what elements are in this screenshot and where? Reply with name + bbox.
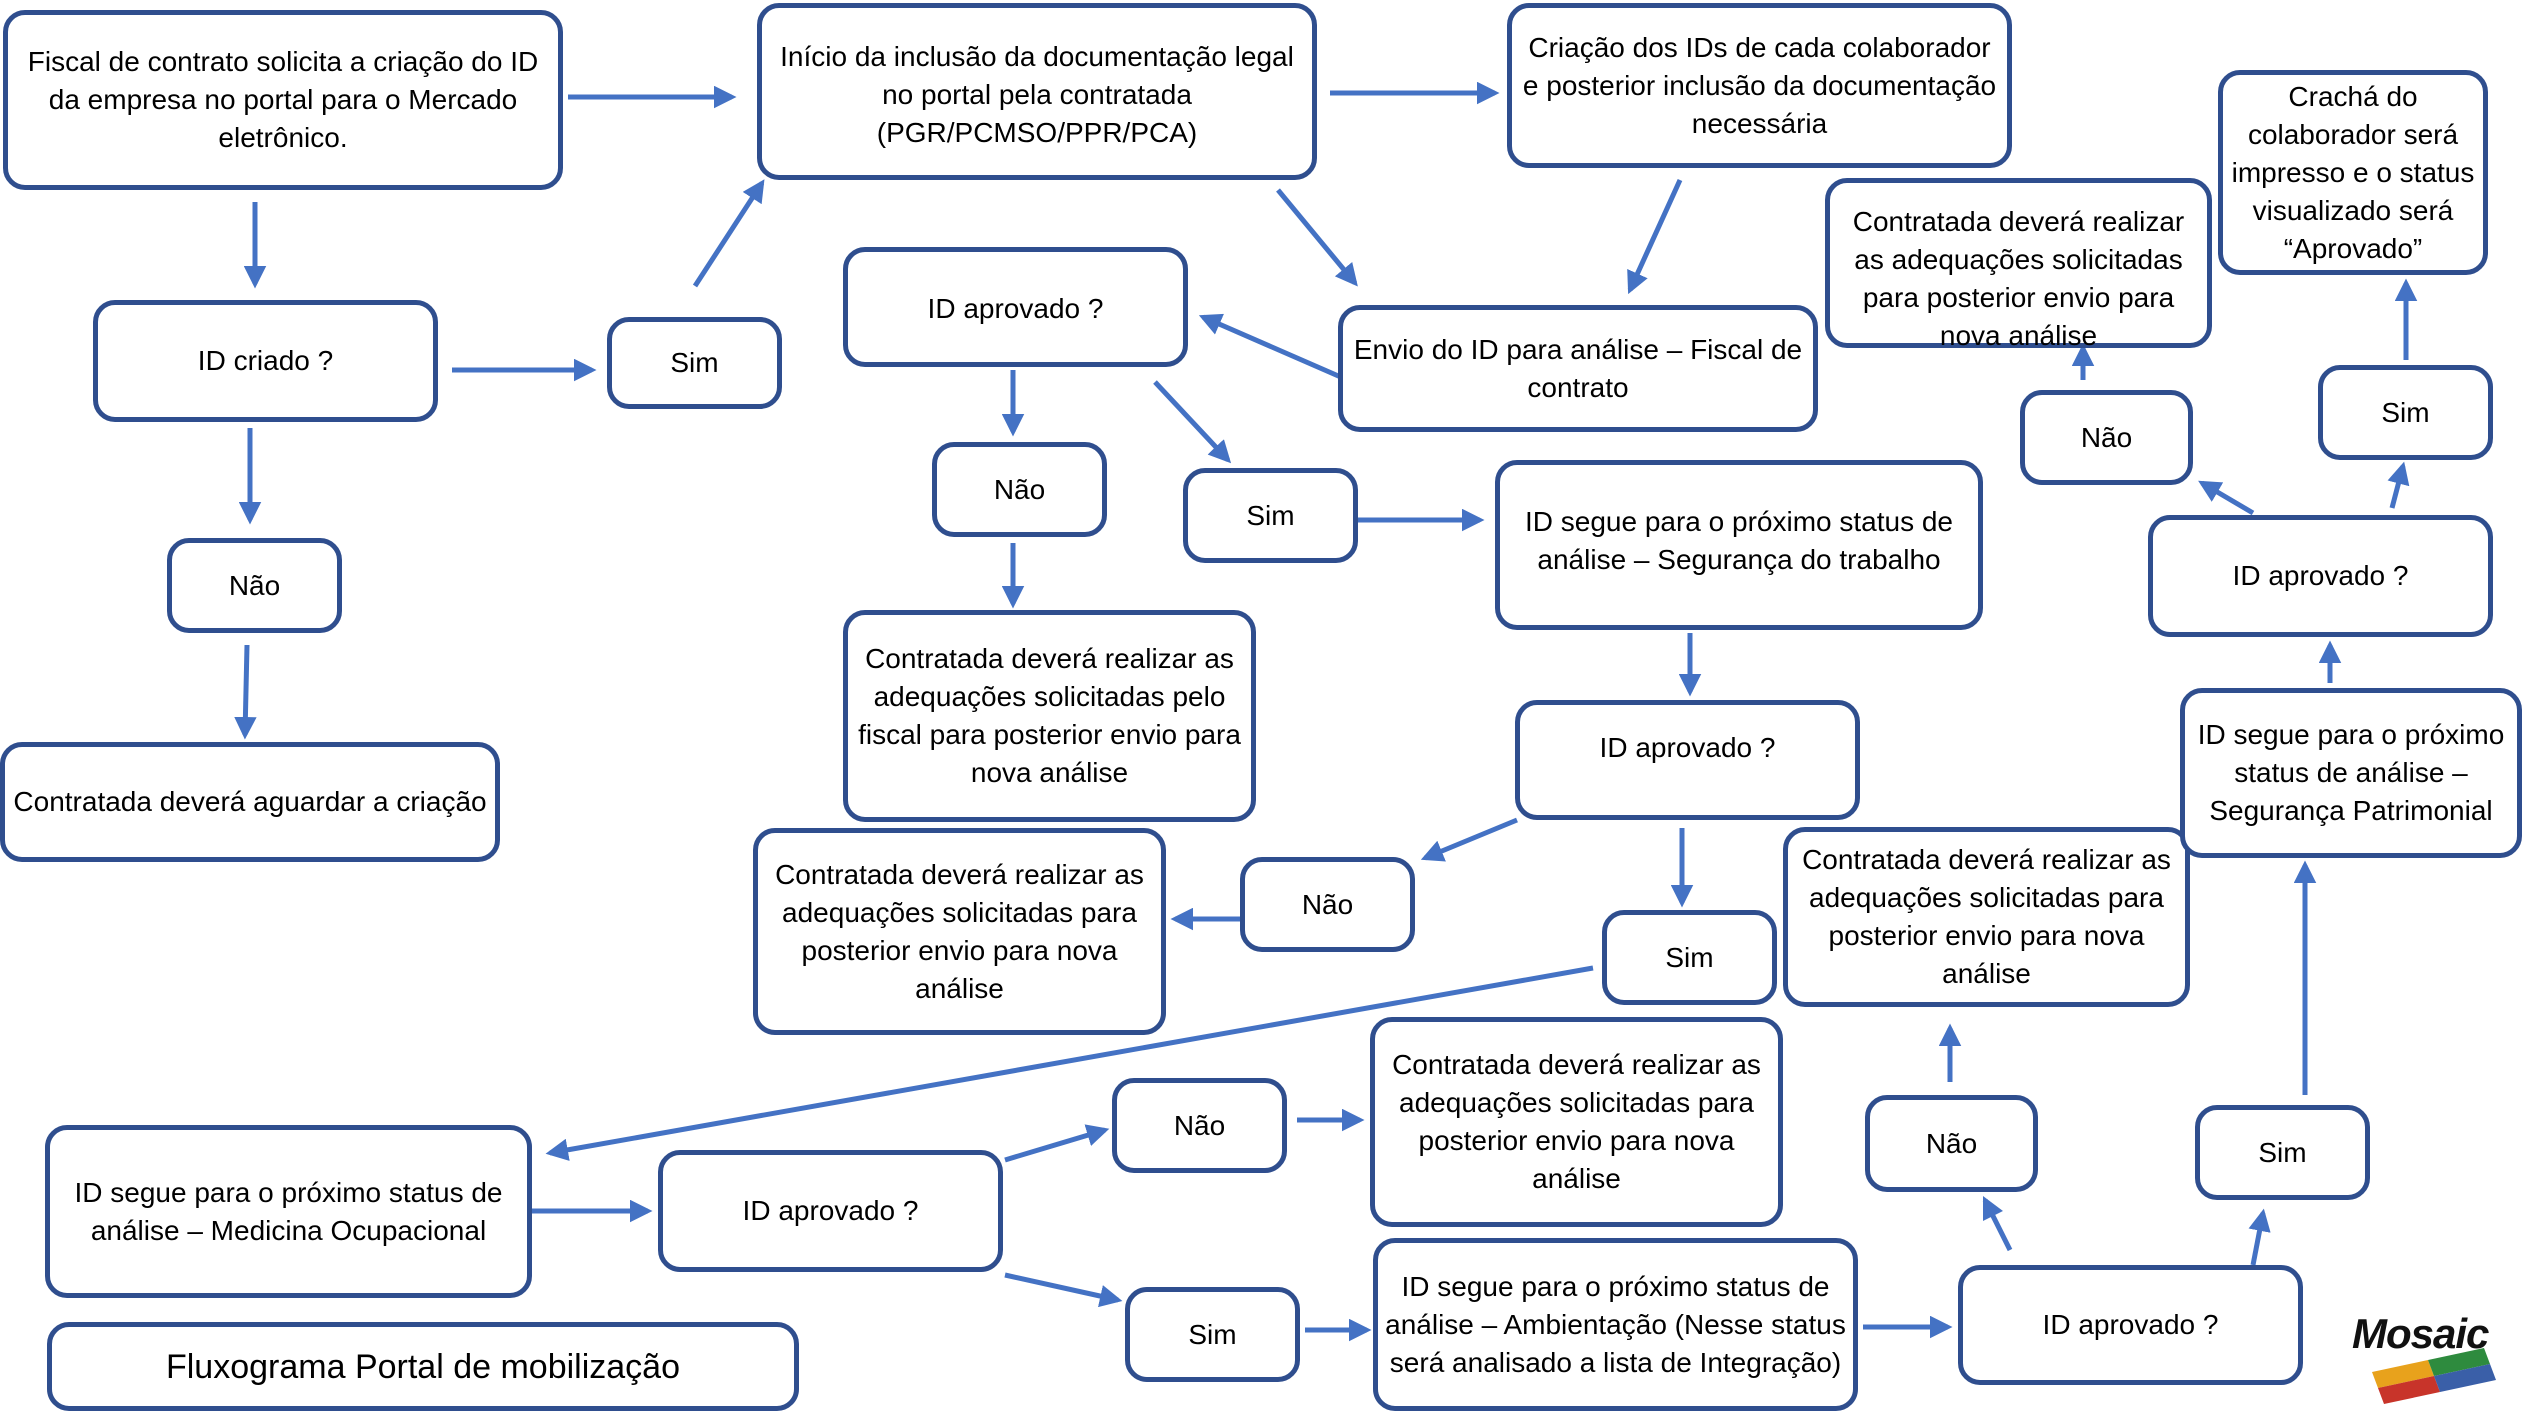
- node-medicina: ID segue para o próximo status de anális…: [45, 1125, 532, 1298]
- node-sim-pat: Sim: [2318, 365, 2493, 460]
- node-adequacoes-med: Contratada deverá realizar as adequações…: [1370, 1017, 1783, 1227]
- mosaic-logo-mark: [2372, 1348, 2496, 1404]
- arrow-id-aprovado-fiscal-to-sim: [1153, 380, 1232, 464]
- node-inicio-inclusao: Início da inclusão da documentação legal…: [757, 3, 1317, 180]
- node-envio-fiscal: Envio do ID para análise – Fiscal de con…: [1338, 305, 1818, 432]
- arrow-id-aprovado-seg-to-nao: [1420, 817, 1518, 862]
- node-aguardar-criacao: Contratada deverá aguardar a criação: [0, 742, 500, 862]
- node-adequacoes-pat: Contratada deverá realizar as adequações…: [1825, 178, 2212, 351]
- node-nao-criado: Não: [167, 538, 342, 633]
- arrow-sim-seg-to-medicina: [545, 965, 1594, 1161]
- node-adequacoes-fiscal: Contratada deverá realizar as adequações…: [843, 610, 1256, 822]
- mosaic-logo-text: Mosaic: [2352, 1310, 2489, 1357]
- node-nao-fiscal: Não: [932, 442, 1107, 537]
- node-id-aprovado-fiscal: ID aprovado ?: [843, 247, 1188, 367]
- node-nao-seg: Não: [1240, 857, 1415, 952]
- arrow-id-aprovado-pat-to-sim: [2387, 461, 2410, 509]
- arrow-inicio-to-envio: [1276, 188, 1358, 287]
- node-adequacoes-seg: Contratada deverá realizar as adequações…: [753, 828, 1166, 1035]
- arrow-sim-to-inicio: [692, 179, 765, 288]
- node-id-aprovado-amb: ID aprovado ?: [1958, 1265, 2303, 1385]
- arrow-envio-to-id-aprovado: [1198, 313, 1344, 381]
- arrow-id-aprovado-med-to-sim: [1004, 1272, 1123, 1308]
- page-title: Fluxograma Portal de mobilização: [47, 1322, 799, 1411]
- arrow-id-aprovado-amb-to-nao: [1982, 1195, 2013, 1252]
- node-id-aprovado-med: ID aprovado ?: [658, 1150, 1003, 1272]
- node-id-criado: ID criado ?: [93, 300, 438, 422]
- node-seg-trabalho: ID segue para o próximo status de anális…: [1495, 460, 1983, 630]
- arrow-nao-to-aguardar: [234, 644, 257, 740]
- node-sim-fiscal: Sim: [1183, 468, 1358, 563]
- arrow-id-aprovado-pat-to-nao: [2198, 480, 2255, 516]
- node-cracha: Crachá do colaborador será impresso e o …: [2218, 70, 2488, 275]
- node-seg-patrimonial: ID segue para o próximo status de anális…: [2180, 688, 2522, 858]
- node-adequacoes-amb: Contratada deverá realizar as adequações…: [1783, 827, 2190, 1007]
- arrow-id-aprovado-amb-to-sim: [2248, 1208, 2271, 1266]
- node-sim-med: Sim: [1125, 1287, 1300, 1382]
- arrow-criacao-to-envio: [1627, 178, 1683, 295]
- node-id-aprovado-pat: ID aprovado ?: [2148, 515, 2493, 637]
- node-sim-amb: Sim: [2195, 1105, 2370, 1200]
- node-sim-criado: Sim: [607, 317, 782, 409]
- node-id-aprovado-seg: ID aprovado ?: [1515, 700, 1860, 820]
- node-criacao-ids: Criação dos IDs de cada colaborador e po…: [1507, 3, 2012, 168]
- node-nao-med: Não: [1112, 1078, 1287, 1173]
- node-nao-pat: Não: [2020, 390, 2193, 485]
- node-nao-amb: Não: [1865, 1095, 2038, 1192]
- node-sim-seg: Sim: [1602, 910, 1777, 1005]
- node-ambientacao: ID segue para o próximo status de anális…: [1373, 1238, 1858, 1411]
- arrow-id-aprovado-med-to-nao: [1004, 1124, 1110, 1163]
- mosaic-logo: Mosaic: [2352, 1310, 2522, 1411]
- node-fiscal-solicita: Fiscal de contrato solicita a criação do…: [3, 10, 563, 190]
